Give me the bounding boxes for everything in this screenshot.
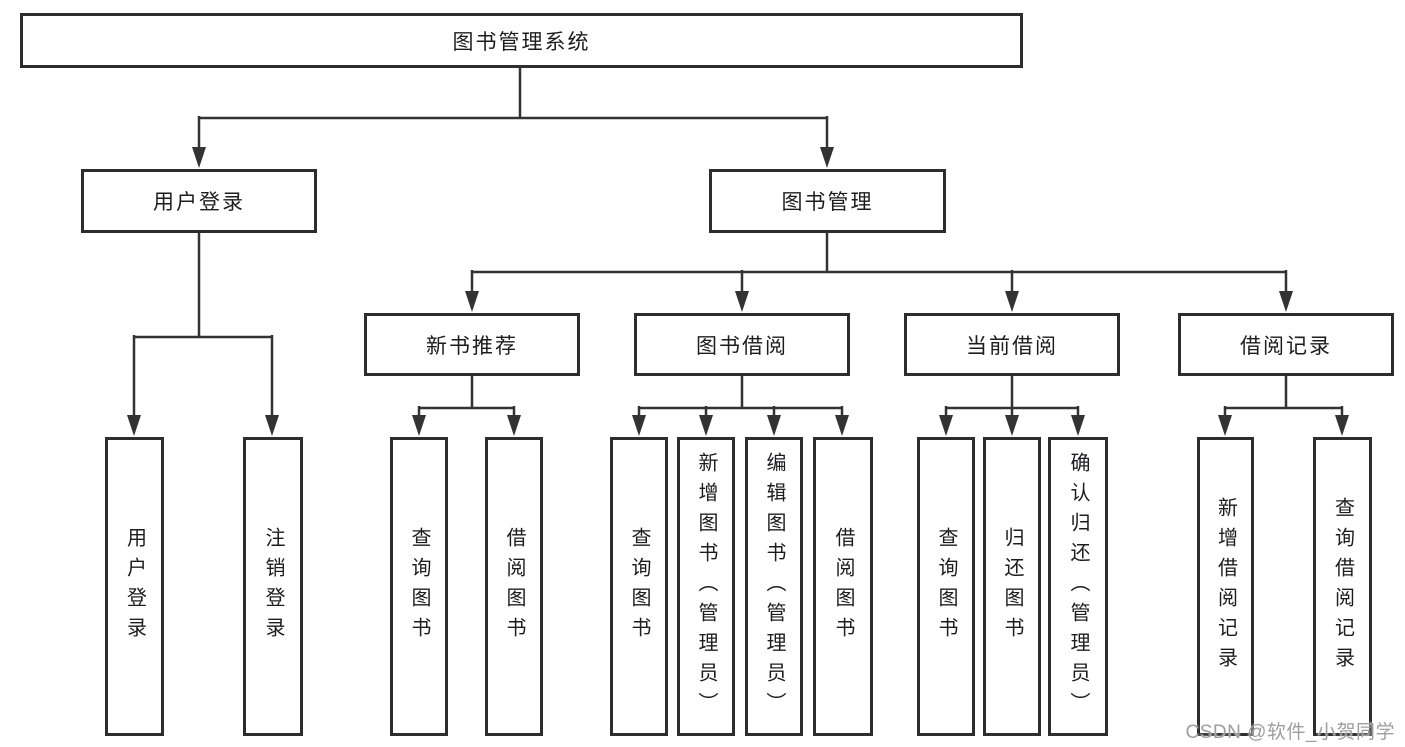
node-book-borrow: 图书借阅: [634, 313, 850, 376]
node-new-book-recommend-label: 新书推荐: [426, 334, 518, 358]
arrowheads: [465, 291, 1293, 312]
connector-line: [417, 376, 516, 418]
leaf-current-query-label: 查询图书: [935, 526, 957, 647]
arrowheads: [632, 415, 849, 436]
csdn-watermark: CSDN @软件_小贺同学: [1185, 722, 1395, 743]
leaf-logout: 注销登录: [243, 437, 303, 736]
leaf-newbook-query-label: 查询图书: [408, 526, 430, 647]
leaf-newbook-borrow-label: 借阅图书: [503, 526, 525, 647]
node-root-label: 图书管理系统: [452, 30, 591, 54]
connector-line: [470, 233, 1288, 294]
node-borrow-records-label: 借阅记录: [1240, 334, 1332, 358]
connector-line: [197, 68, 829, 150]
leaf-current-return: 归还图书: [983, 437, 1041, 736]
leaf-current-confirm-return: 确认归还（管理员）: [1048, 437, 1108, 736]
node-borrow-records: 借阅记录: [1178, 313, 1394, 376]
leaf-records-query: 查询借阅记录: [1313, 437, 1372, 736]
leaf-borrow-add-label: 新增图书（管理员）: [695, 451, 717, 722]
leaf-borrow-borrow-label: 借阅图书: [832, 526, 854, 647]
leaf-borrow-edit-label: 编辑图书（管理员）: [763, 451, 785, 722]
connector-line: [1223, 376, 1344, 418]
leaf-logout-label: 注销登录: [262, 526, 284, 647]
connector-line: [944, 376, 1080, 418]
arrowheads: [127, 415, 279, 436]
leaf-borrow-add: 新增图书（管理员）: [677, 437, 735, 736]
connector-records-children: [1218, 376, 1349, 436]
connector-user-login-children: [127, 233, 279, 436]
arrowheads: [939, 415, 1085, 436]
connector-new-book-children: [412, 376, 521, 436]
leaf-records-query-label: 查询借阅记录: [1331, 496, 1354, 677]
arrowheads: [1218, 415, 1349, 436]
arrowheads: [192, 147, 834, 168]
node-root: 图书管理系统: [20, 13, 1023, 68]
node-current-borrow: 当前借阅: [904, 313, 1120, 376]
leaf-borrow-borrow: 借阅图书: [813, 437, 873, 736]
node-current-borrow-label: 当前借阅: [966, 334, 1058, 358]
connector-root-to-level2: [192, 68, 834, 168]
node-book-mgmt-label: 图书管理: [781, 191, 874, 214]
connector-line: [637, 376, 844, 418]
leaf-current-confirm-return-label: 确认归还（管理员）: [1067, 451, 1089, 722]
leaf-borrow-query-label: 查询图书: [628, 526, 650, 647]
leaf-user-login: 用户登录: [105, 437, 164, 736]
leaf-current-query: 查询图书: [917, 437, 975, 736]
connector-book-mgmt-children: [465, 233, 1293, 312]
leaf-records-add-label: 新增借阅记录: [1214, 496, 1237, 677]
node-user-login-label: 用户登录: [153, 191, 245, 214]
node-book-mgmt: 图书管理: [709, 169, 946, 233]
leaf-borrow-query: 查询图书: [610, 437, 668, 736]
leaf-newbook-query: 查询图书: [390, 437, 448, 736]
leaf-records-add: 新增借阅记录: [1197, 437, 1254, 736]
connector-borrow-children: [632, 376, 849, 436]
connector-line: [132, 233, 274, 418]
leaf-user-login-label: 用户登录: [123, 526, 146, 647]
connector-current-children: [939, 376, 1085, 436]
node-book-borrow-label: 图书借阅: [696, 334, 788, 358]
node-user-login: 用户登录: [81, 169, 317, 233]
leaf-newbook-borrow: 借阅图书: [485, 437, 543, 736]
node-new-book-recommend: 新书推荐: [364, 313, 580, 376]
leaf-borrow-edit: 编辑图书（管理员）: [745, 437, 803, 736]
arrowheads: [412, 415, 521, 436]
leaf-current-return-label: 归还图书: [1001, 526, 1023, 647]
